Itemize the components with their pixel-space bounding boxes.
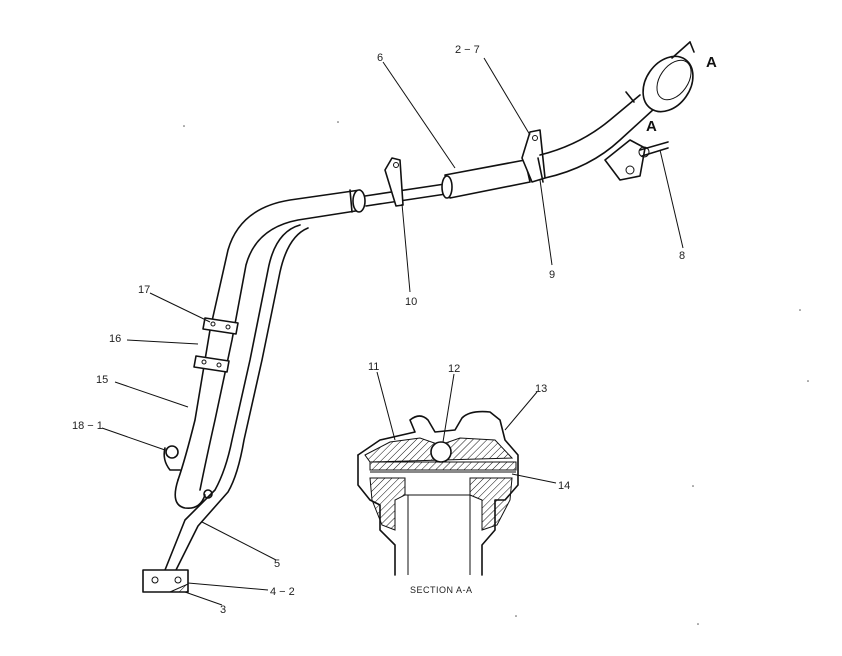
vent-line-inner	[175, 227, 309, 571]
fill-tube	[177, 189, 361, 481]
callout-3: 3	[220, 604, 226, 616]
cap-outline	[357, 410, 519, 576]
leader-lines	[101, 57, 684, 606]
callout-15: 15	[96, 374, 108, 386]
callout-a-bracket: A	[646, 118, 657, 135]
tube-elbow	[174, 479, 206, 510]
ball-valve	[430, 441, 452, 463]
callout-9: 9	[549, 269, 555, 281]
section-caption: SECTION A-A	[410, 585, 473, 595]
callout-18-1: 18 − 1	[72, 420, 103, 432]
section-a-a	[357, 410, 519, 576]
filler-cap	[642, 55, 694, 113]
vent-line	[164, 224, 301, 571]
mounting-bracket	[604, 139, 646, 181]
callout-labels: 6 2 − 7 A A 17 16 15 18 − 1 10 9 8 11 12…	[72, 44, 717, 616]
hose-clip	[384, 157, 404, 207]
callout-6: 6	[377, 52, 383, 64]
callout-14: 14	[558, 480, 570, 492]
clamp-lower	[193, 355, 230, 373]
hose	[444, 159, 531, 199]
mounting-ear	[165, 445, 179, 459]
mounting-block	[142, 569, 189, 593]
callout-a-cap: A	[706, 54, 717, 71]
callout-17: 17	[138, 284, 150, 296]
callout-12: 12	[448, 363, 460, 375]
callout-11: 11	[368, 361, 379, 373]
tube-end	[352, 189, 366, 213]
callout-10: 10	[405, 296, 417, 308]
band	[537, 157, 544, 183]
callout-5: 5	[274, 558, 280, 570]
filler-neck	[539, 94, 641, 156]
callout-13: 13	[535, 383, 547, 395]
callout-8: 8	[679, 250, 685, 262]
scan-specks	[183, 121, 809, 625]
gasket	[369, 461, 517, 471]
clamp-upper	[202, 317, 239, 335]
callout-4-2: 4 − 2	[270, 586, 295, 598]
callout-2-7: 2 − 7	[455, 44, 480, 56]
fill-tube-assembly	[142, 41, 695, 593]
fill-tube-lower-edge	[199, 209, 363, 491]
callout-16: 16	[109, 333, 121, 345]
